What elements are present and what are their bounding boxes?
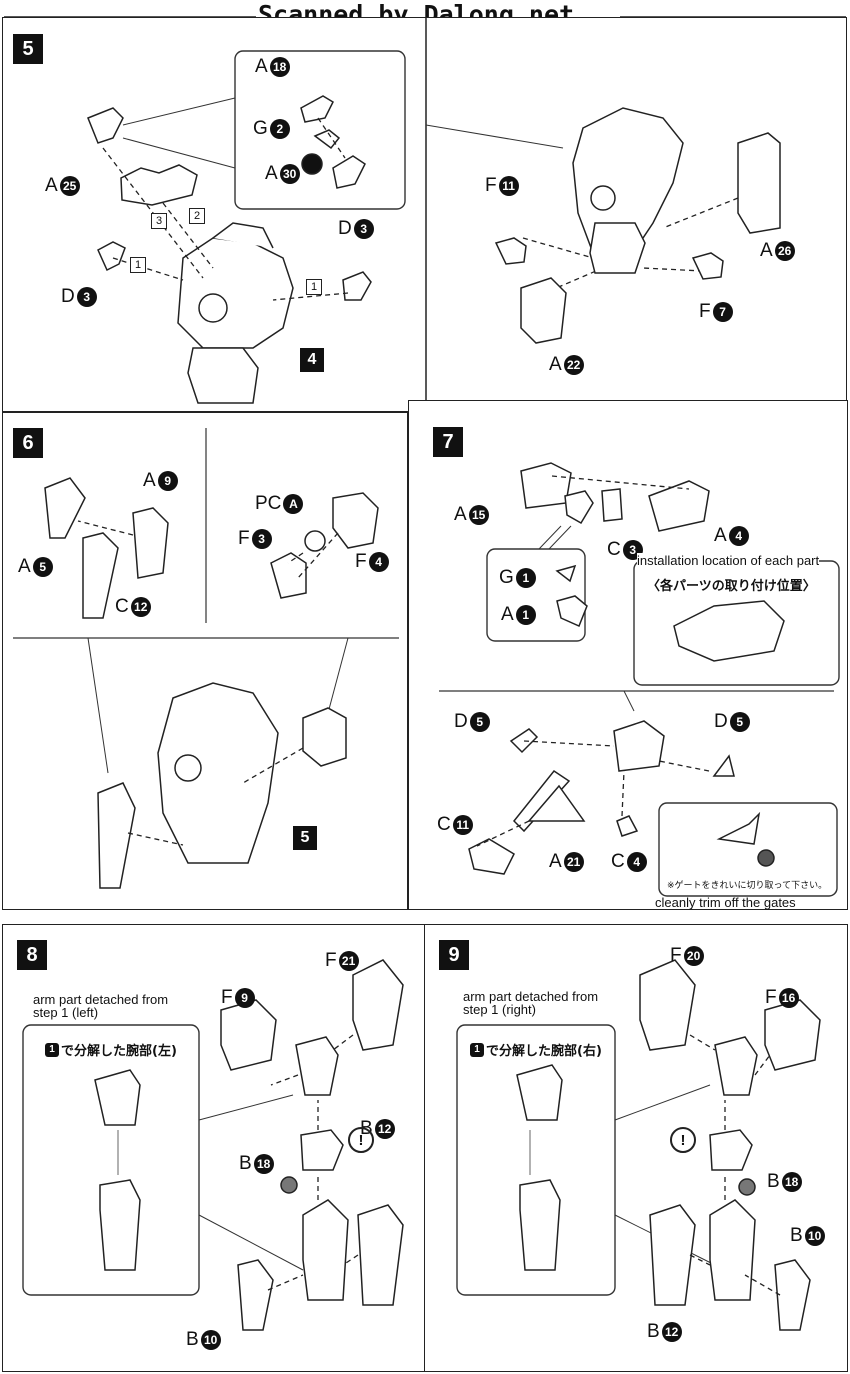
subassembly-4-marker: 4	[300, 348, 324, 372]
step-5-drawing	[87, 18, 781, 413]
subassembly-5-marker: 5	[293, 826, 317, 850]
caution-icon: !	[670, 1127, 696, 1153]
order-box-2: 2	[189, 208, 205, 224]
step-6-number: 6	[13, 428, 43, 458]
install-location-note: installation location of each part	[637, 553, 820, 568]
arm-left-note: arm part detached from step 1 (left)	[33, 992, 169, 1020]
step-8-panel: 8 arm part detached from step 1 (left) 1…	[2, 924, 426, 1372]
gate-trim-jp: ※ゲートをきれいに切り取って下さい。	[667, 881, 828, 891]
step-9-drawing	[456, 959, 821, 1331]
order-box-1-left: 1	[130, 257, 146, 273]
step-5-number: 5	[13, 34, 43, 64]
gate-trim-note: cleanly trim off the gates	[655, 895, 796, 910]
caution-icon: !	[348, 1127, 374, 1153]
install-location-jp: 〈各パーツの取り付け位置〉	[647, 579, 816, 594]
step-8-drawing	[22, 959, 404, 1331]
step-9-number: 9	[439, 940, 469, 970]
order-box-3: 3	[151, 213, 167, 229]
step-7-drawing	[439, 462, 840, 897]
step-7-number: 7	[433, 427, 463, 457]
step-8-number: 8	[17, 940, 47, 970]
arm-right-note: arm part detached from step 1 (right)	[463, 989, 599, 1017]
step-6-drawing	[13, 428, 399, 889]
step-9-panel: 9 arm part detached from step 1 (right) …	[424, 924, 848, 1372]
order-box-1-right: 1	[306, 279, 322, 295]
